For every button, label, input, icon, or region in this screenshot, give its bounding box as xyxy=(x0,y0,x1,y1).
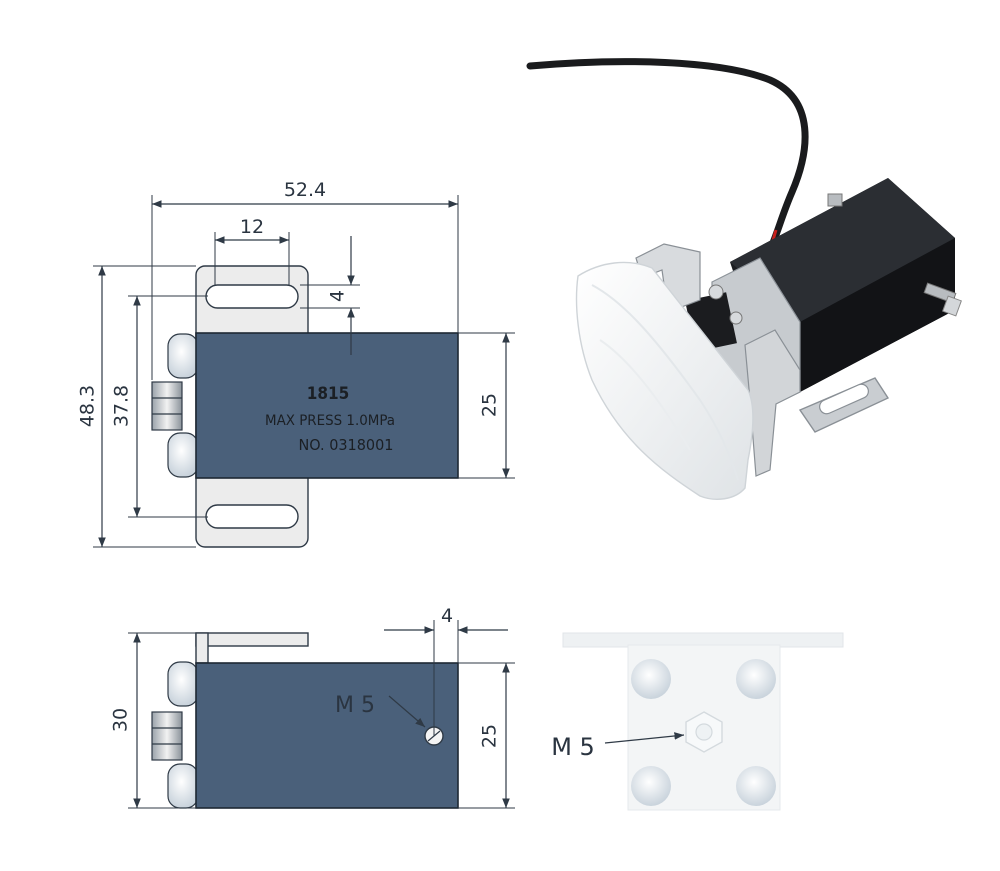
marking-pressure: MAX PRESS 1.0MPa xyxy=(265,413,395,429)
back-dome-tl xyxy=(631,659,671,699)
side-port-label: M 5 xyxy=(335,693,375,718)
dim-body-height-side: 25 xyxy=(479,724,501,748)
photo-fitting-top xyxy=(827,193,843,207)
back-view: M 5 xyxy=(551,632,844,811)
back-dome-br xyxy=(736,766,776,806)
side-flange xyxy=(195,632,309,647)
front-slot-bottom xyxy=(205,504,299,529)
side-bolt xyxy=(151,711,183,761)
back-port-label: M 5 xyxy=(551,733,595,761)
front-dome-bottom xyxy=(167,432,199,478)
dim-width: 52.4 xyxy=(284,179,326,201)
marking-model: 1815 xyxy=(307,384,350,404)
front-dome-top xyxy=(167,333,199,379)
dim-height-total: 48.3 xyxy=(77,385,99,427)
back-dome-tr xyxy=(736,659,776,699)
product-photo xyxy=(526,58,962,500)
dim-port-offset: 4 xyxy=(441,605,453,627)
side-dome-bottom xyxy=(167,763,199,809)
front-body xyxy=(195,332,459,479)
dim-height-slots: 37.8 xyxy=(111,385,133,427)
photo-white-pad xyxy=(575,261,754,500)
back-dome-bl xyxy=(631,766,671,806)
side-view: M 5 4 30 25 xyxy=(110,605,515,809)
side-dome-top xyxy=(167,661,199,707)
dim-body-height-front: 25 xyxy=(479,393,501,417)
front-bolt xyxy=(151,381,183,431)
dim-height-side: 30 xyxy=(110,708,132,732)
front-view: 1815 MAX PRESS 1.0MPa NO. 0318001 52.4 1… xyxy=(77,179,515,548)
dim-slot: 12 xyxy=(240,216,264,238)
dim-offset: 4 xyxy=(327,290,349,302)
cable xyxy=(526,58,809,254)
side-body xyxy=(195,662,459,809)
front-slot-top xyxy=(205,284,299,309)
marking-serial: NO. 0318001 xyxy=(299,436,394,454)
